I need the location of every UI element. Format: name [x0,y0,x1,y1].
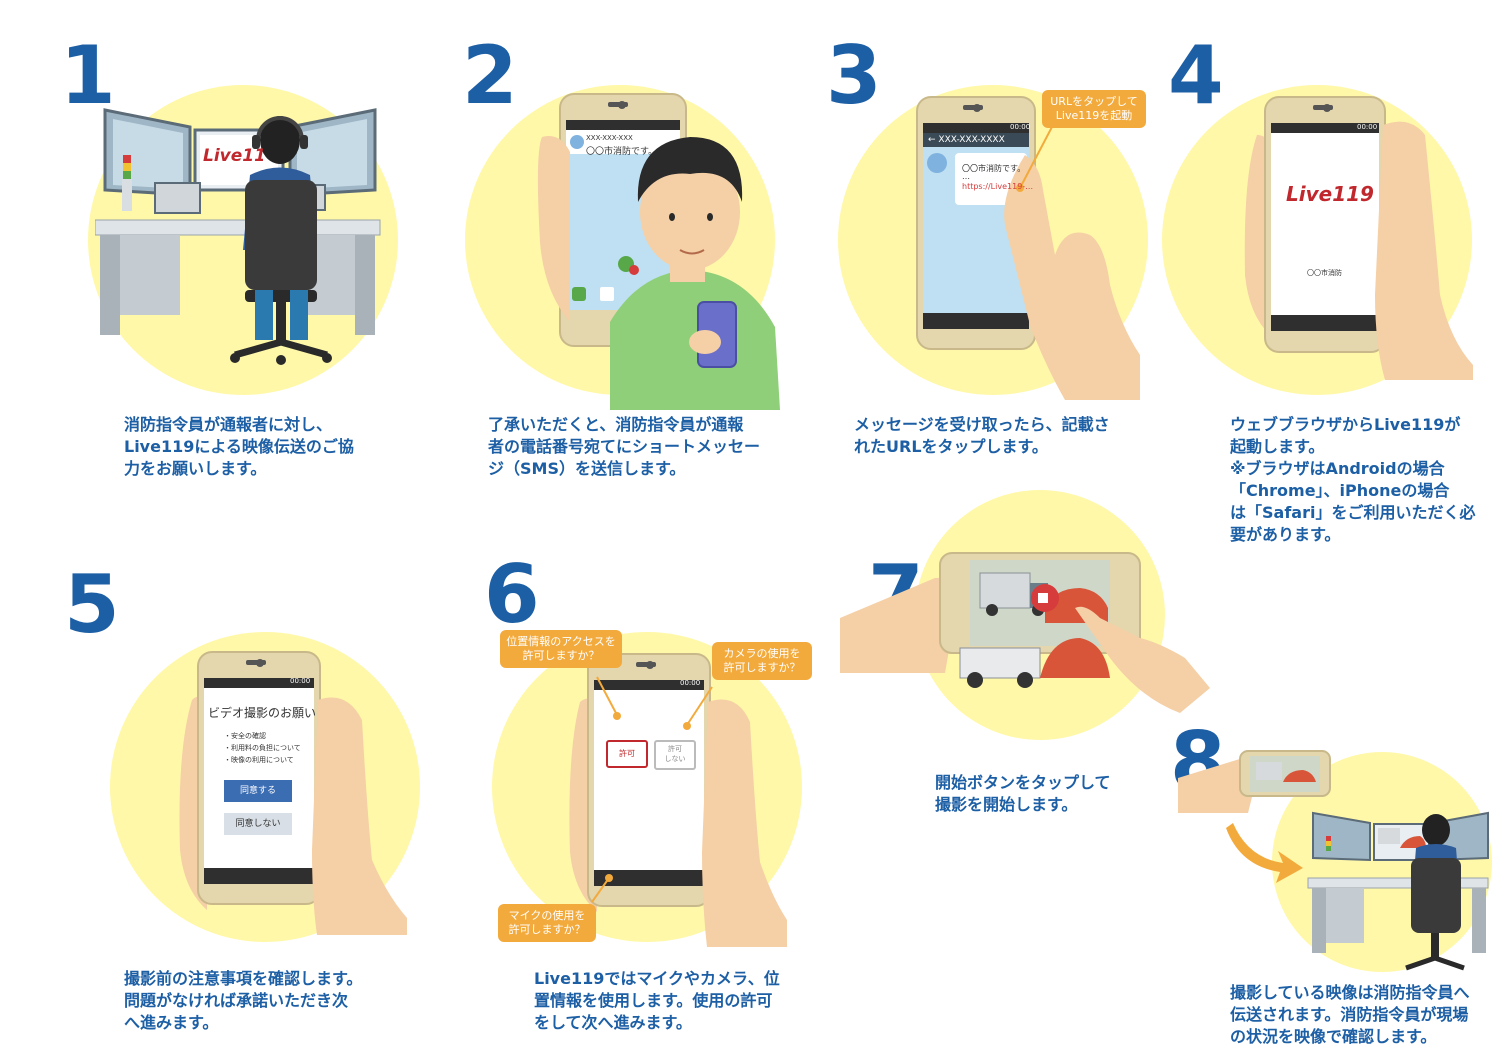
permission-time: 00:00 [680,679,701,687]
tap-url-callout: URLをタップして Live119を起動 [1042,90,1146,128]
step-number-2: 2 [462,29,518,122]
sms-message-line1: 〇〇市消防です。 [962,164,1026,173]
location-permission-callout: 位置情報のアクセスを 許可しますか？ [500,630,622,668]
disagree-button[interactable]: 同意しない [224,813,292,835]
permission-phone-illustration [569,653,787,947]
consent-title: ビデオ撮影のお願い [208,706,317,720]
sms-url-link[interactable]: https://Live119-… [962,182,1034,191]
sms-phone-illustration [916,96,1140,400]
step-caption-7: 開始ボタンをタップして 撮影を開始します。 [935,773,1111,814]
sms-time: 00:00 [1010,123,1031,131]
step-caption-4: ウェブブラウザからLive119が 起動します。 ※ブラウザはAndroidの場… [1230,415,1476,544]
sms-message-line2: … [962,172,970,181]
sms-number: XXX-XXX-XXX [586,134,633,142]
consent-item-3: ・映像の利用について [224,756,294,764]
dispatcher-illustration [95,108,381,365]
sms-sender: 〇〇市消防です。 [586,147,658,157]
browser-time: 00:00 [1357,123,1378,131]
step-number-4: 4 [1168,29,1224,122]
agree-button[interactable]: 同意する [224,780,292,802]
allow-button[interactable]: 許可 [606,740,648,768]
start-recording-illustration [840,552,1210,713]
sms-header: ← XXX-XXX-XXXX [928,135,1005,145]
monitor-logo: Live119 [203,146,263,166]
step-number-3: 3 [826,29,882,122]
step-caption-1: 消防指令員が通報者に対し、 Live119による映像伝送のご協 力をお願いします… [124,415,354,478]
consent-time: 00:00 [290,677,311,685]
step-caption-6: Live119ではマイクやカメラ、位 置情報を使用します。使用の許可 をして次へ… [534,969,780,1032]
mic-permission-callout: マイクの使用を 許可しますか？ [498,904,596,942]
step-caption-2: 了承いただくと、消防指令員が通報 者の電話番号宛てにショートメッセー ジ（SMS… [488,415,761,478]
step-caption-5: 撮影前の注意事項を確認します。 問題がなければ承諾いただき次 へ進みます。 [124,969,363,1032]
boy-with-phone-illustration [537,93,780,410]
consent-item-2: ・利用料の負担について [224,744,301,752]
live119-logo: Live119 [1286,182,1374,206]
camera-permission-callout: カメラの使用を 許可しますか？ [712,642,812,680]
browser-launch-illustration [1244,96,1473,380]
deny-button[interactable]: 許可 しない [654,740,696,770]
step-number-5: 5 [64,558,120,651]
fire-dept-name: 〇〇市消防 [1307,269,1342,277]
step-number-6: 6 [484,548,540,641]
step-number-1: 1 [60,29,116,122]
consent-phone-illustration [179,651,407,935]
video-received-illustration [1178,750,1489,971]
step-caption-8: 撮影している映像は消防指令員へ 伝送されます。消防指令員が現場 の状況を映像で確… [1230,983,1470,1046]
consent-item-1: ・安全の確認 [224,732,266,740]
step-caption-3: メッセージを受け取ったら、記載さ れたURLをタップします。 [854,415,1110,456]
